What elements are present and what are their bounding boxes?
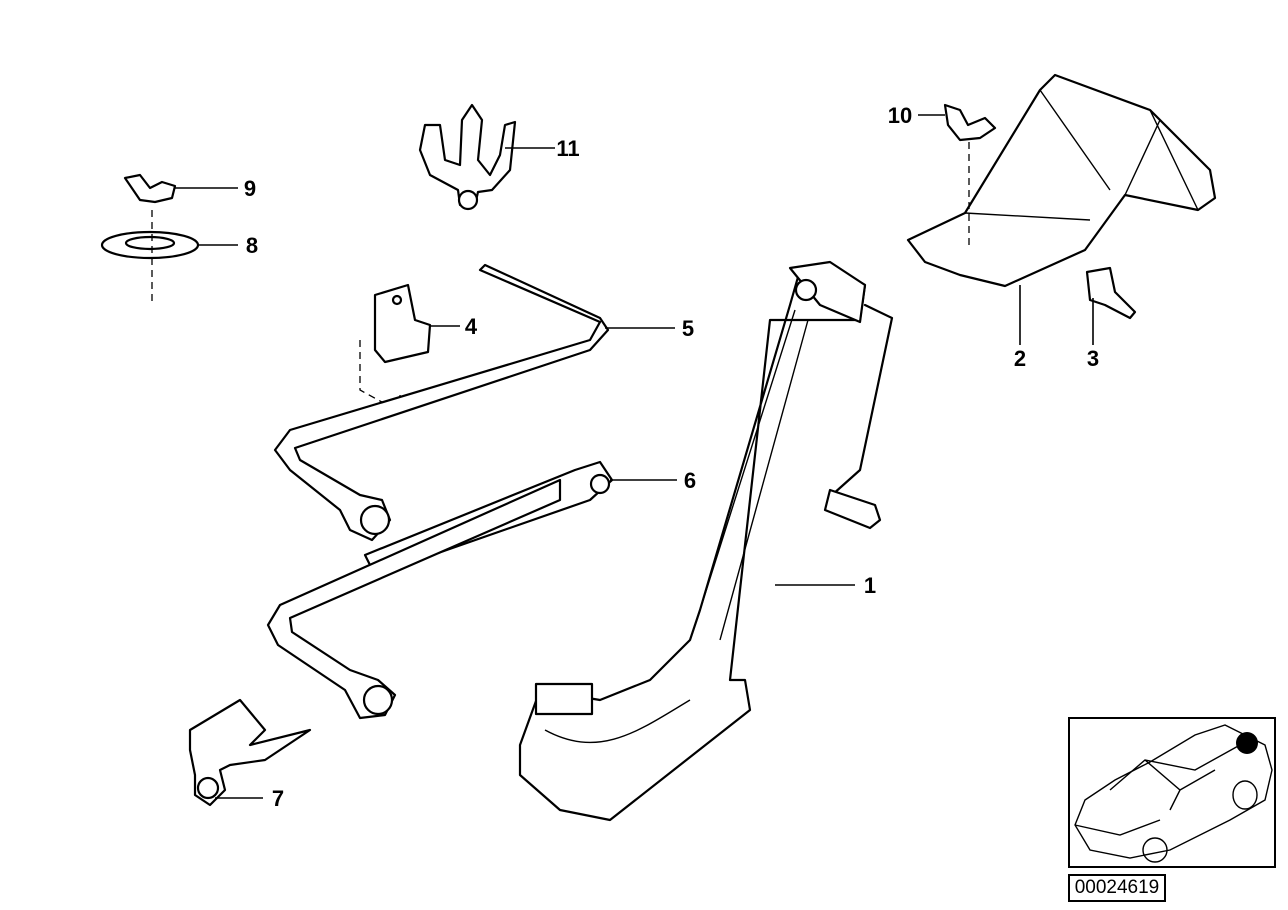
location-marker [1236,732,1258,754]
part-9-wing-nut[interactable] [123,173,177,204]
callout-5: 5 [682,316,694,341]
part-5-wrench[interactable] [273,263,610,542]
part-7-holder[interactable] [188,698,312,807]
vehicle-location-inset [1068,717,1276,868]
leader-lines [175,114,1094,799]
callout-2: 2 [1014,346,1026,371]
callout-6: 6 [684,468,696,493]
part-8-washer[interactable] [100,210,200,305]
callout-11: 11 [556,136,579,161]
callout-10: 10 [888,103,912,128]
callout-9: 9 [244,176,256,201]
callout-4: 4 [465,314,478,339]
part-4-bracket[interactable] [359,283,432,414]
callout-8: 8 [246,233,258,258]
part-11-clip[interactable] [418,103,517,211]
callout-7: 7 [272,786,284,811]
part-2-tray[interactable] [906,73,1217,288]
part-3-clip[interactable] [1085,266,1137,320]
part-1-jack[interactable] [518,260,894,822]
part-6-extension[interactable] [266,460,614,720]
callout-3: 3 [1087,346,1099,371]
callout-1: 1 [864,573,876,598]
part-10-wing-nut[interactable] [943,103,997,142]
reference-number: 00024619 [1068,874,1166,902]
